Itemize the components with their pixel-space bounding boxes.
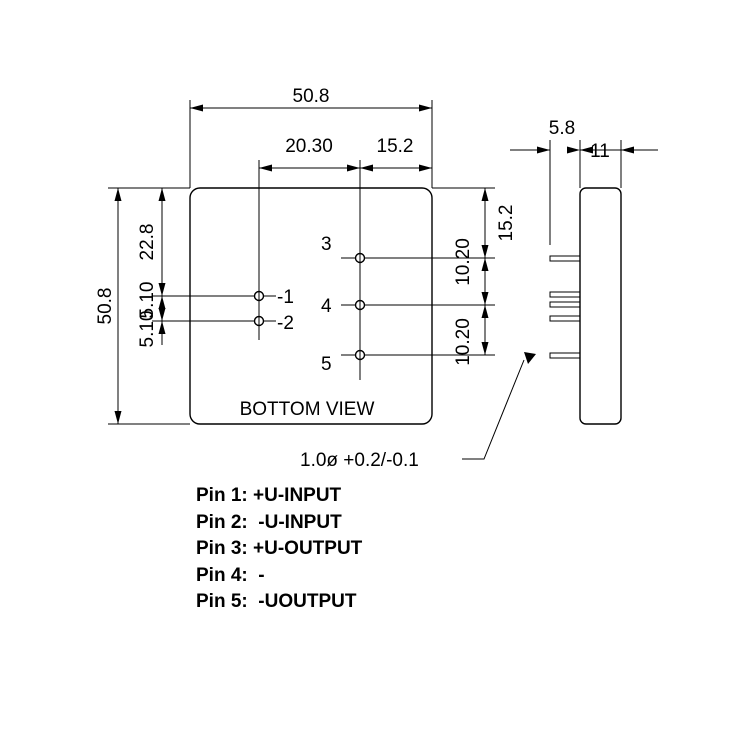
pin-row: Pin 3: +U-OUTPUT — [196, 536, 362, 563]
module-side-view — [579, 187, 622, 425]
pin-row-label: Pin 2: — [196, 511, 248, 533]
pin-offset-x-dimension: 20.30 — [285, 136, 333, 157]
right-offset-dimension: 15.2 — [377, 136, 414, 157]
pin-row-label: Pin 3: — [196, 538, 248, 559]
pin-length-dimension: 5.8 — [549, 118, 575, 139]
pin-diameter-dimension: 1.0ø +0.2/-0.1 — [300, 450, 419, 471]
thickness-dimension: 11 — [590, 141, 610, 162]
height-left-dimension: 50.8 — [95, 288, 116, 325]
module-outline-bottom-view — [189, 187, 433, 425]
pin-row: Pin 1: +U-INPUT — [196, 483, 362, 510]
pin-4-label: 4 — [321, 296, 332, 317]
pin-2-label: -2 — [277, 313, 294, 334]
bottom-view-label: BOTTOM VIEW — [240, 399, 375, 420]
pin-row-function: +U-OUTPUT — [253, 538, 363, 559]
pin-spacing-right-2-dimension: 10.20 — [453, 318, 474, 366]
pin-row-function: - — [253, 564, 265, 586]
pin-1-label: -1 — [277, 287, 294, 308]
pin-spacing-left-dimension: 5.10 — [137, 282, 158, 319]
pin3-from-top-dimension: 15.2 — [496, 205, 517, 242]
pin-3-label: 3 — [321, 234, 332, 255]
pin-row-function: +U-INPUT — [253, 485, 342, 506]
pin-assignment-list: Pin 1: +U-INPUT Pin 2: -U-INPUT Pin 3: +… — [196, 483, 362, 616]
pin-row: Pin 5: -UOUTPUT — [196, 589, 362, 616]
side-view-pins — [549, 255, 581, 359]
width-top-dimension: 50.8 — [293, 86, 330, 107]
pin-row-label: Pin 1: — [196, 485, 248, 506]
pin-row-function: -U-INPUT — [253, 511, 342, 533]
pin-row: Pin 4: - — [196, 563, 362, 590]
pin-spacing-left-2-dimension: 5.10 — [137, 311, 158, 348]
pin-row-label: Pin 4: — [196, 564, 248, 586]
pin-spacing-right-1-dimension: 10.20 — [453, 238, 474, 286]
pin-row-function: -UOUTPUT — [253, 591, 357, 612]
pin1-from-top-dimension: 22.8 — [137, 224, 158, 261]
pin-row: Pin 2: -U-INPUT — [196, 510, 362, 537]
pin-5-label: 5 — [321, 354, 332, 375]
pin-row-label: Pin 5: — [196, 591, 248, 612]
